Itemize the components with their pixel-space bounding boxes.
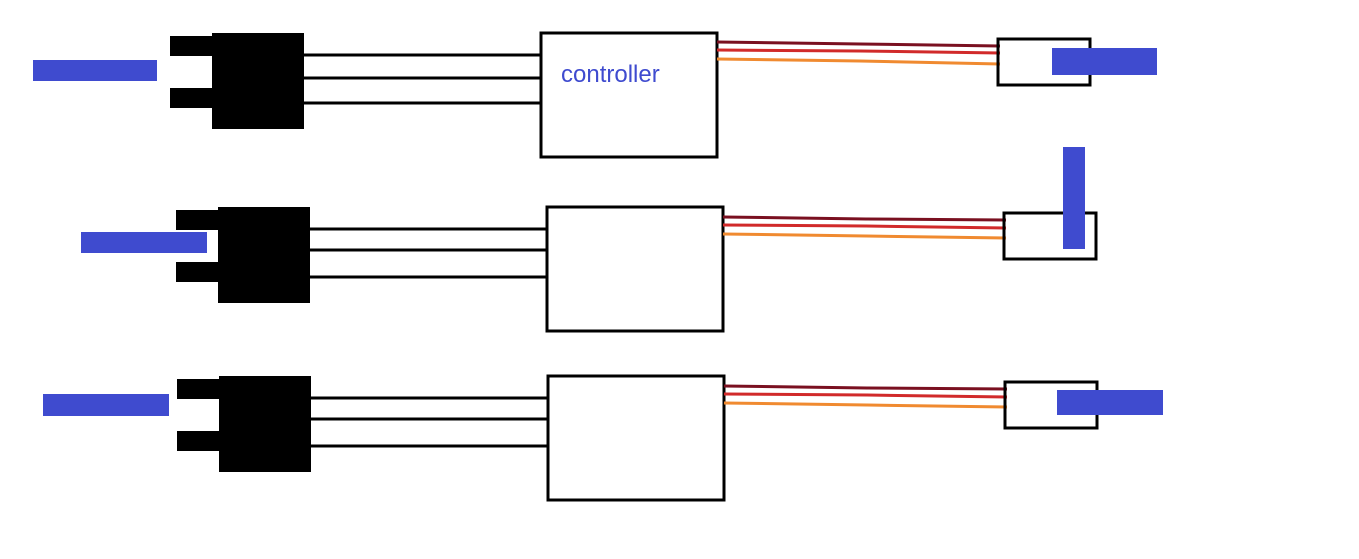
servo-wires-3 xyxy=(723,384,1008,409)
signal-wires-3 xyxy=(311,396,549,448)
row-3 xyxy=(43,374,1163,502)
controller-box-1 xyxy=(539,31,719,159)
vertical-indicator-bar-2 xyxy=(1063,147,1085,249)
servo-wires-2 xyxy=(722,215,1007,240)
signal-wires-1 xyxy=(304,53,542,105)
row-1: controller xyxy=(33,31,1157,159)
connector-icon-3 xyxy=(177,376,311,472)
controller-label: controller xyxy=(561,61,660,88)
servo-wires-1 xyxy=(716,40,1001,66)
row-2 xyxy=(81,147,1098,333)
left-indicator-bar-1 xyxy=(33,60,157,81)
servo-box-2 xyxy=(1002,211,1098,261)
right-indicator-bar-3 xyxy=(1057,390,1163,415)
connector-icon-1 xyxy=(170,33,304,129)
controller-box-3 xyxy=(546,374,726,502)
left-indicator-bar-3 xyxy=(43,394,169,416)
signal-wires-2 xyxy=(310,227,548,279)
right-indicator-bar-1 xyxy=(1052,48,1157,75)
connector-icon-2 xyxy=(176,207,310,303)
left-indicator-bar-2 xyxy=(81,232,207,253)
controller-box-2 xyxy=(545,205,725,333)
